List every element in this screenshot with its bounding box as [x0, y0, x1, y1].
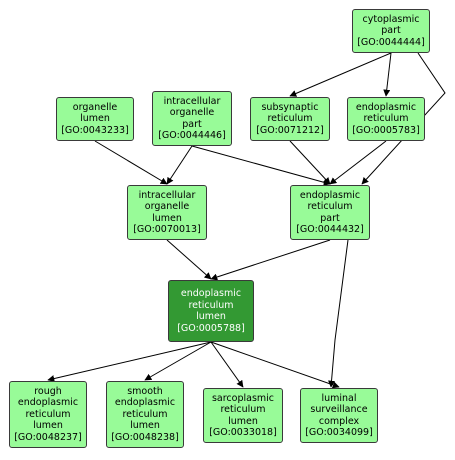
edge-endoplasmic-reticulum-to-endoplasmic-reticulum-part [329, 140, 387, 185]
node-line: part [320, 212, 340, 224]
node-line: reticulum [25, 408, 71, 420]
node-line: [GO:0070013] [133, 224, 201, 235]
node-line: [GO:0043233] [61, 124, 129, 136]
node-line: [GO:0048237] [14, 431, 82, 443]
edge-endoplasmic-reticulum-part-to-endoplasmic-reticulum-lumen [210, 239, 331, 281]
node-line: [GO:0044444] [357, 36, 425, 48]
edge-intracellular-organelle-lumen-to-endoplasmic-reticulum-lumen [166, 239, 212, 280]
node-endoplasmic-reticulum-lumen[interactable]: endoplasmic reticulum lumen [GO:0005788] [168, 280, 254, 342]
node-luminal-surveillance-complex[interactable]: luminal surveillance complex [GO:0034099… [300, 388, 378, 443]
node-line: [GO:0071212] [256, 124, 324, 136]
node-line: endoplasmic [17, 397, 79, 409]
node-line: [GO:0044446] [158, 130, 226, 141]
node-line: intracellular [138, 189, 196, 201]
node-intracellular-organelle-lumen[interactable]: intracellular organelle lumen [GO:007001… [127, 185, 207, 240]
node-line: [GO:0033018] [209, 427, 277, 438]
node-line: endoplasmic [299, 189, 361, 201]
node-line: part [381, 25, 401, 37]
node-line: endoplasmic [180, 288, 242, 299]
node-line: reticulum [363, 113, 409, 125]
node-intracellular-organelle-part[interactable]: intracellular organelle part [GO:0044446… [152, 91, 232, 146]
node-line: [GO:0044432] [296, 224, 364, 235]
node-line: cytoplasmic [362, 13, 420, 25]
node-line: subsynaptic [261, 101, 319, 113]
node-line: lumen [80, 113, 110, 125]
node-line: rough [34, 385, 62, 397]
node-line: lumen [228, 415, 258, 427]
edge-cytoplasmic-part-to-endoplasmic-reticulum [383, 52, 392, 97]
edge-cytoplasmic-part-to-subsynaptic-reticulum [289, 52, 392, 97]
node-line: organelle [169, 107, 215, 118]
edge-subsynaptic-reticulum-to-endoplasmic-reticulum-part [289, 140, 331, 185]
edge-endoplasmic-reticulum-lumen-to-smooth-er-lumen [144, 341, 212, 381]
node-endoplasmic-reticulum[interactable]: endoplasmic reticulum [GO:0005783] [347, 97, 425, 141]
node-line: organelle [144, 201, 190, 212]
edge-endoplasmic-reticulum-lumen-to-luminal-surveillance-complex [210, 341, 340, 389]
node-line: reticulum [307, 201, 353, 212]
node-smooth-er-lumen[interactable]: smooth endoplasmic reticulum lumen [GO:0… [106, 381, 184, 448]
node-line: smooth [127, 385, 163, 397]
node-line: complex [318, 415, 360, 427]
node-line: [GO:0034099] [305, 427, 373, 438]
node-subsynaptic-reticulum[interactable]: subsynaptic reticulum [GO:0071212] [250, 97, 330, 141]
edge-organelle-lumen-to-intracellular-organelle-lumen [94, 140, 168, 185]
node-line: part [182, 118, 202, 130]
node-line: luminal [321, 392, 357, 404]
edge-intracellular-organelle-part-to-endoplasmic-reticulum-part [191, 145, 331, 186]
node-cytoplasmic-part[interactable]: cytoplasmic part [GO:0044444] [352, 9, 430, 53]
edge-endoplasmic-reticulum-part-to-luminal-surveillance-complex [328, 239, 349, 388]
node-line: sarcoplasmic [211, 392, 275, 404]
node-line: [GO:0005783] [352, 124, 420, 136]
node-sarcoplasmic-reticulum-lumen[interactable]: sarcoplasmic reticulum lumen [GO:0033018… [203, 388, 283, 443]
node-line: lumen [152, 212, 182, 224]
node-rough-er-lumen[interactable]: rough endoplasmic reticulum lumen [GO:00… [9, 381, 87, 448]
node-line: surveillance [310, 404, 368, 415]
node-line: [GO:0005788] [177, 322, 245, 334]
node-line: intracellular [163, 95, 221, 107]
node-line: lumen [196, 311, 226, 322]
node-line: endoplasmic [355, 101, 417, 113]
edge-endoplasmic-reticulum-lumen-to-rough-er-lumen [47, 341, 212, 382]
node-line: [GO:0048238] [111, 431, 179, 443]
edge-intracellular-organelle-part-to-intracellular-organelle-lumen [166, 145, 193, 185]
node-line: reticulum [267, 113, 313, 125]
node-line: reticulum [220, 404, 266, 415]
node-line: reticulum [122, 408, 168, 420]
node-organelle-lumen[interactable]: organelle lumen [GO:0043233] [56, 97, 134, 141]
node-line: endoplasmic [114, 397, 176, 409]
edge-cytoplasmic-part-to-endoplasmic-reticulum-part [361, 52, 446, 185]
edge-endoplasmic-reticulum-lumen-to-sarcoplasmic-reticulum-lumen [210, 341, 244, 388]
node-endoplasmic-reticulum-part[interactable]: endoplasmic reticulum part [GO:0044432] [290, 185, 370, 240]
node-line: lumen [33, 420, 63, 432]
node-line: organelle [72, 101, 118, 113]
node-line: reticulum [188, 299, 234, 311]
node-line: lumen [130, 420, 160, 432]
